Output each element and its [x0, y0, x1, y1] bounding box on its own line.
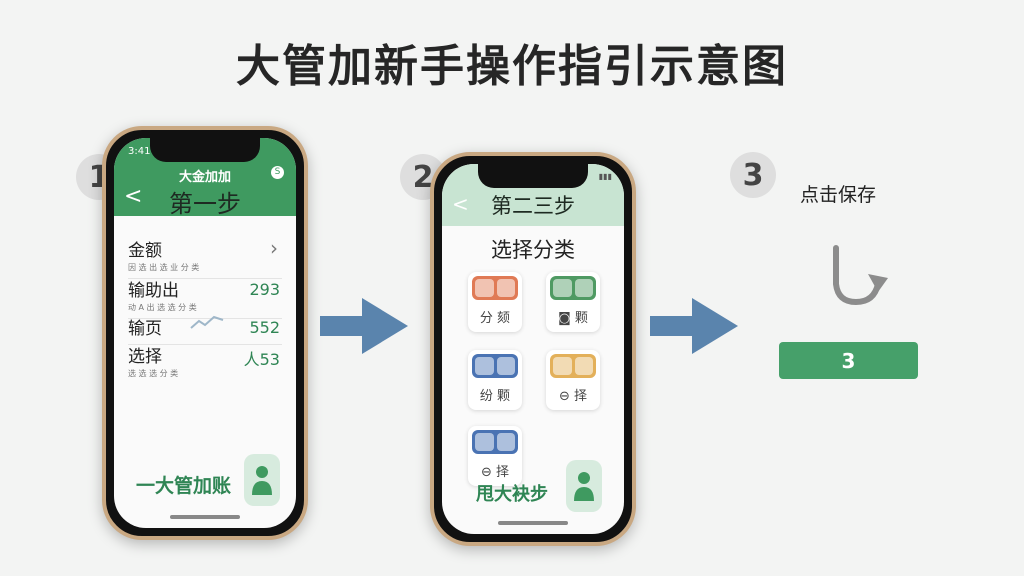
row-label: 输助出 [128, 281, 179, 301]
app-title: 大金加加 [178, 170, 231, 185]
form-row-amount[interactable]: 金额 因 选 出 选 业 分 类 › [128, 236, 282, 279]
category-label: ⊖ 择 [480, 465, 510, 480]
arrow-right-icon [650, 298, 738, 354]
avatar-icon [244, 454, 280, 506]
step-number-3: 3 [730, 152, 776, 198]
phone-step-1: 3:41 大金加加 S < 第一步 金额 因 选 出 选 业 分 类 › 输助出… [102, 126, 308, 540]
divider [128, 278, 282, 279]
phone-step-2: ▮▮▮ < 第二三步 选择分类 分 颏 ◙ 颗 纷 颗 ⊖ 择 ⊖ 择 甩大袂步 [430, 152, 636, 546]
row-sub: 因 选 出 选 业 分 类 [128, 263, 200, 272]
chevron-right-icon: › [270, 236, 278, 260]
row-value: 552 [249, 318, 280, 337]
save-instruction: 点击保存 [800, 184, 877, 206]
status-time: 3:41 [128, 146, 151, 157]
phone-1-screen: 3:41 大金加加 S < 第一步 金额 因 选 出 选 业 分 类 › 输助出… [114, 138, 296, 528]
app-footer-label: 甩大袂步 [476, 484, 548, 505]
trend-chart-icon [190, 315, 224, 329]
category-tile[interactable]: 纷 颗 [468, 350, 522, 410]
divider [128, 318, 282, 319]
row-value: 人53 [243, 350, 280, 369]
form-row-select[interactable]: 选择 选 选 选 分 类 人53 [128, 342, 282, 379]
phone-notch [478, 164, 588, 188]
category-label: ◙ 颗 [558, 311, 588, 326]
category-tile[interactable]: ⊖ 择 [468, 426, 522, 486]
category-tile[interactable]: ◙ 颗 [546, 272, 600, 332]
row-value: 293 [249, 280, 280, 299]
category-label: 分 颏 [479, 311, 511, 326]
section-title: 选择分类 [491, 238, 575, 262]
row-sub: 选 选 选 分 类 [128, 369, 179, 378]
category-icon [550, 276, 596, 300]
back-icon[interactable]: < [452, 192, 469, 216]
phone-2-screen: ▮▮▮ < 第二三步 选择分类 分 颏 ◙ 颗 纷 颗 ⊖ 择 ⊖ 择 甩大袂步 [442, 164, 624, 534]
category-icon [472, 354, 518, 378]
arrow-right-icon [320, 298, 408, 354]
category-tile[interactable]: 分 颏 [468, 272, 522, 332]
page-title: 大管加新手操作指引示意图 [236, 41, 788, 92]
row-label: 选择 [128, 347, 162, 367]
save-button[interactable]: 3 [779, 342, 918, 379]
home-indicator [498, 521, 568, 525]
badge-icon: S [271, 166, 284, 179]
avatar-icon [566, 460, 602, 512]
form-row-page[interactable]: 输页 552 [128, 314, 282, 345]
row-sub: 动 A 出 选 选 分 类 [128, 303, 197, 312]
category-label: ⊖ 择 [558, 389, 588, 404]
divider [128, 344, 282, 345]
step-title: 第一步 [169, 190, 241, 218]
category-icon [472, 276, 518, 300]
row-label: 输页 [128, 319, 162, 339]
phone-notch [150, 138, 260, 162]
category-icon [472, 430, 518, 454]
app-footer-label: 一大管加账 [136, 475, 232, 497]
category-tile[interactable]: ⊖ 择 [546, 350, 600, 410]
category-icon [550, 354, 596, 378]
battery-icon: ▮▮▮ [598, 172, 612, 181]
curved-arrow-icon [833, 245, 888, 306]
row-label: 金额 [128, 241, 162, 261]
step-title: 第二三步 [491, 194, 575, 218]
category-label: 纷 颗 [479, 389, 511, 404]
home-indicator [170, 515, 240, 519]
back-icon[interactable]: < [124, 184, 143, 209]
form-row-income[interactable]: 输助出 动 A 出 选 选 分 类 293 [128, 276, 282, 319]
